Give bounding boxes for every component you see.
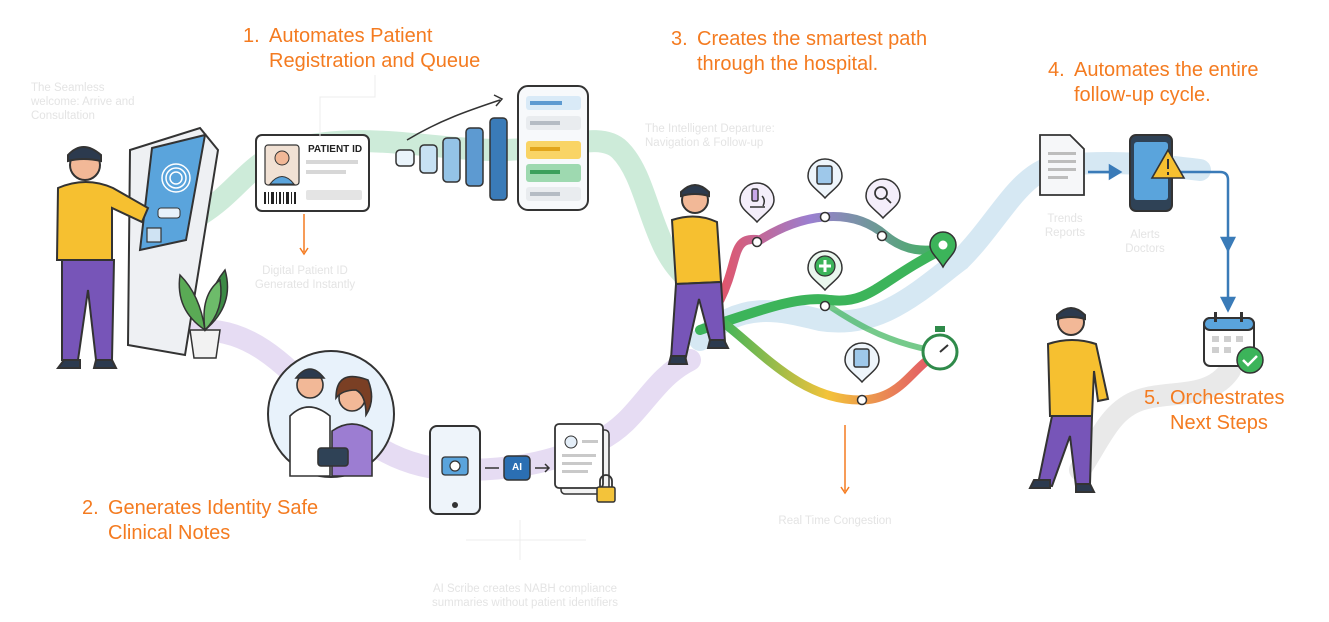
- microscope-pin: [739, 182, 775, 224]
- step-2-number: 2.: [82, 497, 99, 519]
- note-congestion-line: Real Time Congestion: [778, 515, 892, 527]
- note-departure-line: Navigation & Follow-up: [645, 137, 764, 149]
- note-alerts-line: Alerts: [1130, 229, 1160, 241]
- warning-icon: [1150, 148, 1186, 179]
- ai-chip-label: AI: [512, 462, 522, 473]
- step-3-line1: Creates the smartest path: [697, 28, 928, 50]
- note-welcome-line: The Seamless: [31, 82, 105, 94]
- plant: [178, 268, 229, 359]
- note-alerts-line: Doctors: [1125, 243, 1165, 255]
- magnify-icon: [874, 186, 892, 204]
- route-top: [715, 212, 950, 305]
- note-welcome: The Seamless welcome: Arrive and Consult…: [31, 81, 135, 123]
- note-patient-id: Digital Patient ID Generated Instantly: [230, 264, 380, 292]
- step-5-title: 5. Orchestrates Next Steps: [1144, 386, 1284, 436]
- note-welcome-line: welcome: Arrive and: [31, 96, 135, 108]
- step-4-line2: follow-up cycle.: [1074, 84, 1211, 106]
- step-5-line2: Next Steps: [1170, 412, 1268, 434]
- route-lower: [715, 315, 940, 405]
- route-middle: [695, 243, 950, 335]
- note-departure-line: The Intelligent Departure:: [645, 123, 775, 135]
- note-departure: The Intelligent Departure: Navigation & …: [645, 122, 775, 150]
- step-4-line1: Automates the entire: [1074, 59, 1259, 81]
- doctor-consultation: [267, 350, 395, 478]
- stopwatch-icon: [921, 326, 959, 371]
- note-trends: Trends Reports: [1035, 212, 1095, 240]
- route-network: [695, 211, 950, 406]
- connector-lines: [299, 214, 850, 495]
- plus-icon: [814, 255, 836, 277]
- step-2-title: 2. Generates Identity Safe Clinical Notes: [82, 496, 318, 546]
- note-scribe: AI Scribe creates NABH compliance summar…: [385, 582, 665, 610]
- ai-chip: [485, 455, 551, 481]
- note-trends-line: Trends: [1047, 213, 1083, 225]
- camera-icon: [441, 456, 469, 476]
- step-1-line2: Registration and Queue: [269, 50, 481, 72]
- registration-kiosk: [126, 126, 220, 357]
- queue-list-phone: [517, 85, 589, 211]
- note-welcome-line: Consultation: [31, 110, 95, 122]
- returning-patient: [1028, 307, 1110, 493]
- note-patient-id-line: Digital Patient ID: [262, 265, 348, 277]
- lab-report-pin: [807, 158, 843, 200]
- walking-patient: [667, 184, 730, 365]
- lock-icon: [596, 474, 616, 503]
- ribbon-departure: [689, 151, 1211, 351]
- clinical-note-document: [554, 423, 616, 503]
- check-icon: [1236, 346, 1264, 374]
- note-scribe-line: summaries without patient identifiers: [432, 597, 618, 609]
- lab-report-icon: [816, 165, 833, 185]
- ribbon-followup: [1069, 359, 1241, 481]
- step-3-number: 3.: [671, 28, 688, 50]
- alerts-phone: [1129, 134, 1186, 212]
- step-4-title: 4. Automates the entire follow-up cycle.: [1048, 58, 1259, 108]
- step-2-line2: Clinical Notes: [108, 522, 231, 544]
- document-icon: [1048, 152, 1076, 179]
- scribe-phone: [429, 425, 481, 515]
- faint-guide-lines: [319, 75, 586, 560]
- microscope-icon: [750, 188, 766, 208]
- barcode: [264, 192, 296, 204]
- step-2-line1: Generates Identity Safe: [108, 497, 319, 519]
- step-1-number: 1.: [243, 25, 260, 47]
- note-congestion: Real Time Congestion: [760, 514, 910, 528]
- step-5-number: 5.: [1144, 387, 1161, 409]
- queue-growth-bars: [395, 94, 508, 201]
- calendar-icon: [1203, 312, 1264, 374]
- step-1-title: 1. Automates Patient Registration and Que…: [243, 24, 480, 74]
- step-4-number: 4.: [1048, 59, 1065, 81]
- note-scribe-line: AI Scribe creates NABH compliance: [432, 583, 618, 595]
- step-1-line1: Automates Patient: [269, 25, 433, 47]
- step-3-title: 3. Creates the smartest path through the …: [671, 27, 927, 77]
- patient-id-card: [255, 134, 370, 212]
- note-patient-id-line: Generated Instantly: [254, 279, 356, 291]
- location-pin-icon: [929, 231, 957, 269]
- alert-flow-arrows: [1088, 163, 1237, 313]
- fingerprint-icon: [161, 163, 191, 193]
- scan-icon: [853, 348, 870, 368]
- step-3-line2: through the hospital.: [697, 53, 879, 75]
- note-alerts: Alerts Doctors: [1115, 228, 1175, 256]
- step-5-line1: Orchestrates: [1170, 387, 1285, 409]
- note-trends-line: Reports: [1044, 227, 1086, 239]
- patient-at-kiosk: [55, 146, 150, 369]
- scan-pin: [844, 342, 880, 384]
- plus-pin: [807, 250, 843, 292]
- patient-id-label: PATIENT ID: [308, 144, 363, 155]
- trends-report-document: [1039, 134, 1085, 196]
- magnify-pin: [865, 178, 901, 220]
